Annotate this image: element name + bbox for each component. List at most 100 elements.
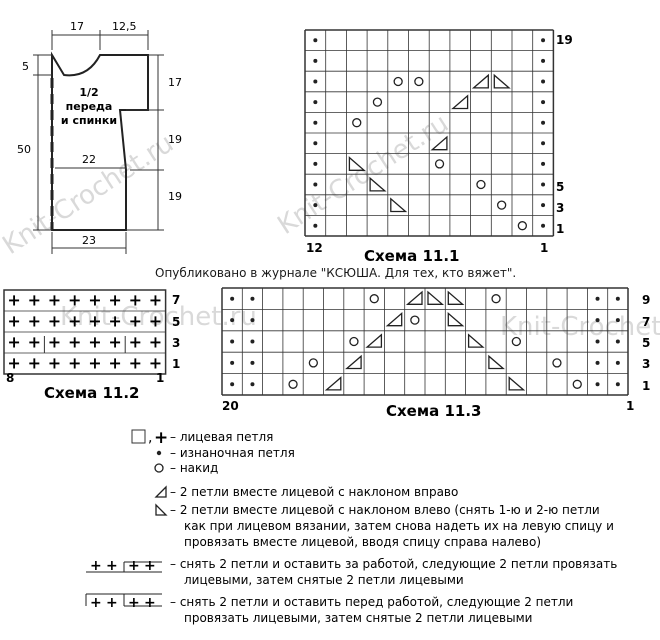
k2tog-right-icon [365, 333, 383, 348]
circle-icon [154, 463, 164, 473]
knit-plus-icon: + [108, 333, 121, 352]
yarn-over-icon [369, 294, 379, 304]
knit-plus-icon: + [88, 312, 101, 331]
svg-text:+: + [90, 558, 102, 574]
scheme-row-label: 9 [642, 293, 650, 307]
scheme-col-right: 1 [540, 241, 548, 255]
k2tog-right-icon [324, 376, 342, 391]
knit-plus-icon: + [149, 312, 162, 331]
dot-icon [156, 450, 162, 456]
watermark-text: Knit-Crochet.ru [60, 302, 257, 332]
purl-dot-icon [313, 38, 318, 43]
comma-separator: , [148, 430, 152, 446]
scheme-row-label: 5 [556, 180, 564, 194]
purl-dot-icon [250, 318, 255, 323]
dim-top-right: 12,5 [112, 20, 137, 33]
knit-plus-icon: + [129, 354, 142, 373]
k2tog-left-icon [447, 290, 465, 305]
dim-right-top: 17 [168, 76, 182, 89]
svg-text:+: + [128, 558, 140, 574]
purl-dot-icon [541, 79, 546, 84]
knit-plus-icon: + [68, 291, 81, 310]
purl-dot-icon [313, 223, 318, 228]
legend-yo: – накид [170, 461, 218, 475]
scheme-col-left: 20 [222, 399, 239, 413]
knit-plus-icon: + [7, 333, 20, 352]
svg-text:+: + [144, 595, 156, 611]
purl-dot-icon [541, 203, 546, 208]
knit-plus-icon: + [68, 312, 81, 331]
k2tog-right-icon [471, 73, 489, 89]
scheme-col-right: 1 [626, 399, 634, 413]
knit-plus-icon: + [129, 291, 142, 310]
knit-plus-icon: + [48, 312, 61, 331]
cable-front-icon: + + + + [85, 593, 162, 611]
purl-dot-icon [615, 339, 620, 344]
purl-dot-icon [595, 360, 600, 365]
k2tog-left-icon [390, 197, 408, 213]
pattern-label: переда [66, 100, 113, 113]
yarn-over-icon [496, 200, 507, 210]
knit-plus-icon: + [48, 333, 61, 352]
plus-icon: + [154, 428, 168, 448]
scheme-row-label: 5 [172, 315, 180, 329]
svg-text:+: + [90, 595, 102, 611]
purl-dot-icon [595, 339, 600, 344]
yarn-over-icon [517, 221, 528, 231]
dim-left-small: 5 [22, 60, 29, 73]
yarn-over-icon [552, 358, 562, 368]
yarn-over-icon [410, 315, 420, 325]
k2tog-right-icon [430, 135, 448, 151]
knit-plus-icon: + [149, 333, 162, 352]
yarn-over-icon [288, 379, 298, 389]
knit-plus-icon: + [28, 312, 41, 331]
k2tog-left-icon [493, 73, 511, 89]
garment-pattern: 17 12,5 5 50 17 19 19 22 23 1/2 переда и… [17, 20, 182, 254]
purl-dot-icon [615, 296, 620, 301]
knit-plus-icon: + [129, 312, 142, 331]
knit-plus-icon: + [88, 333, 101, 352]
purl-dot-icon [313, 79, 318, 84]
legend-cable-front: провязать лицевыми, затем снятые 2 петли… [184, 611, 532, 625]
dim-bottom: 23 [82, 234, 96, 247]
scheme-11-1: 12 1 19 5 3 1 Схема 11.1 [304, 29, 573, 265]
scheme-col-left: 12 [306, 241, 323, 255]
scheme-row-label: 3 [642, 357, 650, 371]
k2tog-left-icon [488, 354, 505, 370]
knit-plus-icon: + [129, 333, 142, 352]
knit-plus-icon: + [68, 333, 81, 352]
knit-plus-icon: + [48, 291, 61, 310]
purl-dot-icon [541, 141, 546, 146]
purl-dot-icon [541, 120, 546, 125]
dim-inner-width: 22 [82, 153, 96, 166]
legend-k2tog-left: – 2 петли вместе лицевой с наклоном влев… [170, 503, 600, 517]
knit-plus-icon: + [149, 291, 162, 310]
empty-cell-icon [131, 429, 146, 444]
legend-k2tog-right: – 2 петли вместе лицевой с наклоном впра… [170, 485, 458, 499]
purl-dot-icon [595, 296, 600, 301]
svg-text:+: + [106, 558, 118, 574]
knit-plus-icon: + [28, 333, 41, 352]
k2tog-right-icon [405, 290, 423, 305]
publication-note: Опубликовано в журнале "КСЮША. Для тех, … [155, 266, 517, 280]
scheme-row-label: 5 [642, 336, 650, 350]
k2tog-left-icon [467, 333, 485, 348]
knit-plus-icon: + [48, 354, 61, 373]
k2tog-left-icon [155, 503, 168, 516]
purl-dot-icon [313, 182, 318, 187]
knit-plus-icon: + [7, 354, 20, 373]
purl-dot-icon [615, 382, 620, 387]
purl-dot-icon [541, 38, 546, 43]
legend-cable-back: лицевыми, затем снятые 2 петли лицевыми [184, 573, 464, 587]
purl-dot-icon [313, 58, 318, 63]
legend-cable-back: – снять 2 петли и оставить за работой, с… [170, 557, 617, 571]
scheme-title: Схема 11.1 [364, 247, 459, 265]
purl-dot-icon [313, 161, 318, 166]
purl-dot-icon [541, 100, 546, 105]
yarn-over-icon [414, 76, 424, 87]
dim-right-bot: 19 [168, 190, 182, 203]
legend-cable-front: – снять 2 петли и оставить перед работой… [170, 595, 573, 609]
scheme-row-label: 7 [172, 293, 180, 307]
knit-plus-icon: + [28, 291, 41, 310]
